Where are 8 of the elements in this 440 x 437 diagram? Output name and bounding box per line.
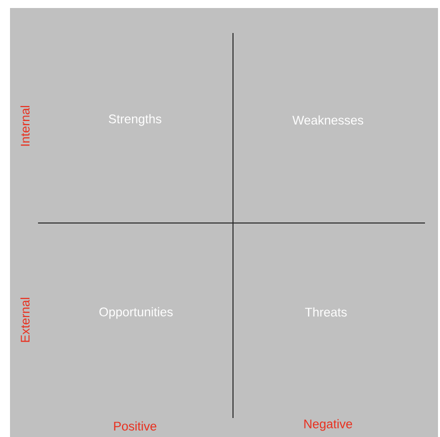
axis-label: Negative [304, 419, 352, 431]
quadrant-label: Weaknesses [292, 115, 364, 125]
axis-label: Positive [114, 421, 156, 431]
quadrant-label: Strengths [108, 114, 162, 126]
axis-label: Internal [20, 106, 30, 146]
quadrant-label: Opportunities [99, 307, 173, 319]
axis-label: External [20, 298, 30, 342]
quadrant-label: Threats [305, 307, 347, 317]
